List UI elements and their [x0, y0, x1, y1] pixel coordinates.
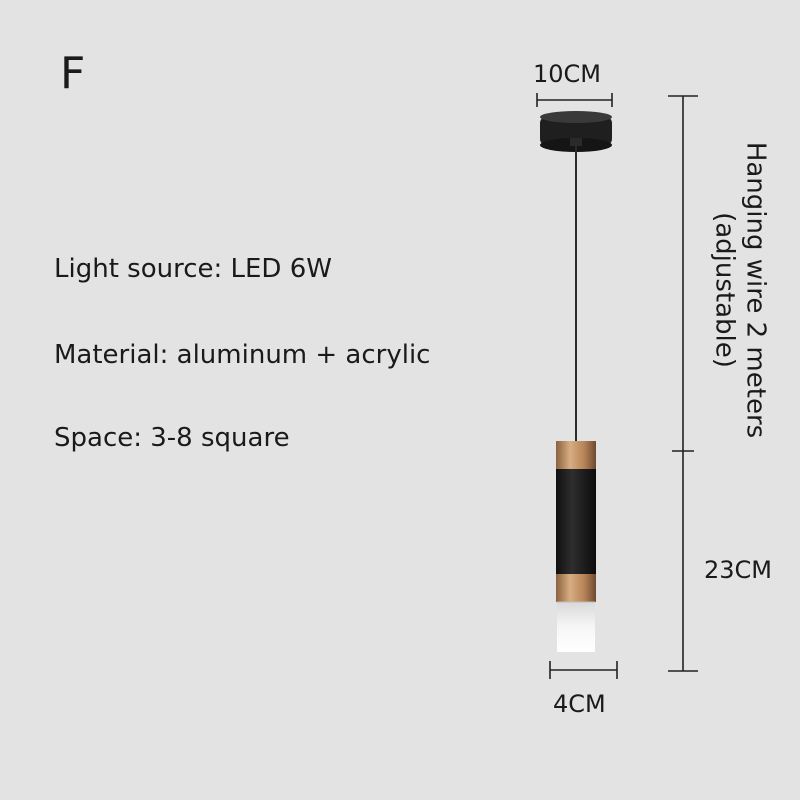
body-length-label: 23CM: [704, 556, 773, 584]
canopy-dimension-line: [536, 93, 613, 107]
body-width-label: 4CM: [553, 690, 606, 718]
height-dimension-line: [668, 95, 698, 672]
wire-adjustable-label: (adjustable): [710, 212, 740, 368]
spec-material: Material: aluminum + acrylic: [54, 340, 431, 370]
variant-letter: F: [60, 48, 86, 99]
canopy-width-label: 10CM: [533, 60, 602, 88]
body-width-dimension-line: [549, 661, 618, 679]
ceiling-canopy: [540, 111, 612, 152]
spec-space: Space: 3-8 square: [54, 423, 290, 453]
wire-length-label: Hanging wire 2 meters: [740, 141, 771, 439]
spec-light-source: Light source: LED 6W: [54, 254, 332, 284]
lamp-body: [556, 441, 596, 652]
